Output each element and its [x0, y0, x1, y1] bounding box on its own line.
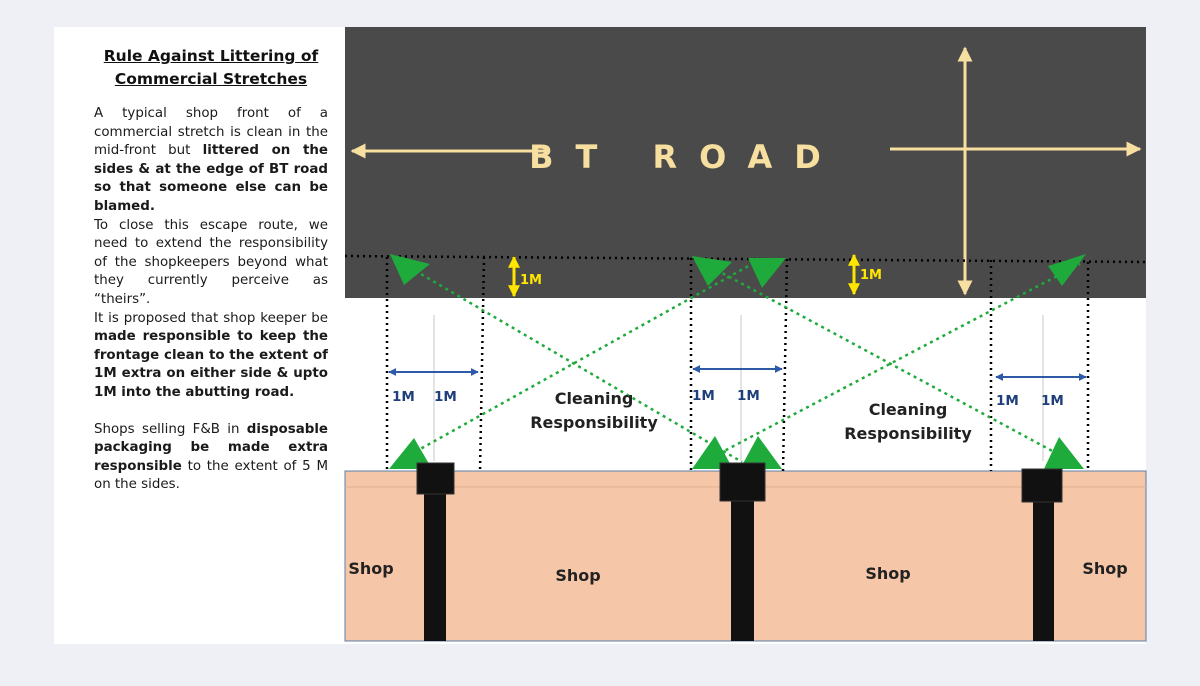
- paragraph-4-tail: to the extent of 5 M on the sides.: [94, 458, 328, 493]
- paragraph-1: A typical shop front of a commercial str…: [94, 105, 328, 217]
- paragraph-4: Shops selling F&B in disposable packagin…: [94, 421, 328, 495]
- cleaning-label-2-line2: Responsibility: [844, 424, 972, 443]
- paragraph-4-bold: disposable packaging be made extra respo…: [94, 421, 328, 474]
- side-label-3b: 1M: [1041, 393, 1064, 409]
- side-label-3a: 1M: [996, 393, 1019, 409]
- diagonal-arrows: [396, 258, 1081, 464]
- road-depth-label-1: 1M: [520, 273, 542, 288]
- side-label-1b: 1M: [434, 389, 457, 405]
- side-label-2b: 1M: [737, 388, 760, 404]
- cleaning-label-2-line1: Cleaning: [869, 400, 948, 419]
- title-line-2: Commercial Stretches: [114, 70, 308, 88]
- shop-label-1: Shop: [348, 559, 393, 578]
- cleaning-label-1-line1: Cleaning: [555, 389, 634, 408]
- paragraph-3-bold: made responsible to keep the frontage cl…: [94, 329, 328, 400]
- paragraph-2: To close this escape route, we need to e…: [94, 217, 328, 307]
- paragraph-1-bold: littered on the sides & at the edge of B…: [94, 143, 328, 214]
- side-label-1a: 1M: [392, 389, 415, 405]
- road-edge-extension-line: [344, 254, 1147, 264]
- shop-label-3: Shop: [865, 564, 910, 583]
- text-panel: Rule Against Littering of Commercial Str…: [94, 45, 328, 495]
- paragraph-3: It is proposed that shop keeper be made …: [94, 310, 328, 403]
- shop-walls: [417, 463, 1062, 641]
- title-line-1: Rule Against Littering of: [103, 47, 319, 65]
- cleaning-label-1-line2: Responsibility: [530, 413, 658, 432]
- shop-label-4: Shop: [1082, 559, 1127, 578]
- road-label: BT ROAD: [529, 138, 843, 176]
- side-boundaries: [385, 256, 1090, 472]
- road-depth-label-2: 1M: [860, 268, 882, 283]
- paragraph-4-plain: Shops selling F&B in: [94, 421, 247, 437]
- bt-road: [345, 27, 1146, 298]
- paragraph-3-plain: It is proposed that shop keeper be: [94, 310, 328, 326]
- side-label-2a: 1M: [692, 388, 715, 404]
- pavement: [345, 298, 1146, 471]
- shop-label-2: Shop: [555, 566, 600, 585]
- paragraph-1-plain: A typical shop front of a commercial str…: [94, 106, 328, 159]
- page-title: Rule Against Littering of Commercial Str…: [94, 45, 328, 91]
- green-arrowheads: [389, 254, 1086, 469]
